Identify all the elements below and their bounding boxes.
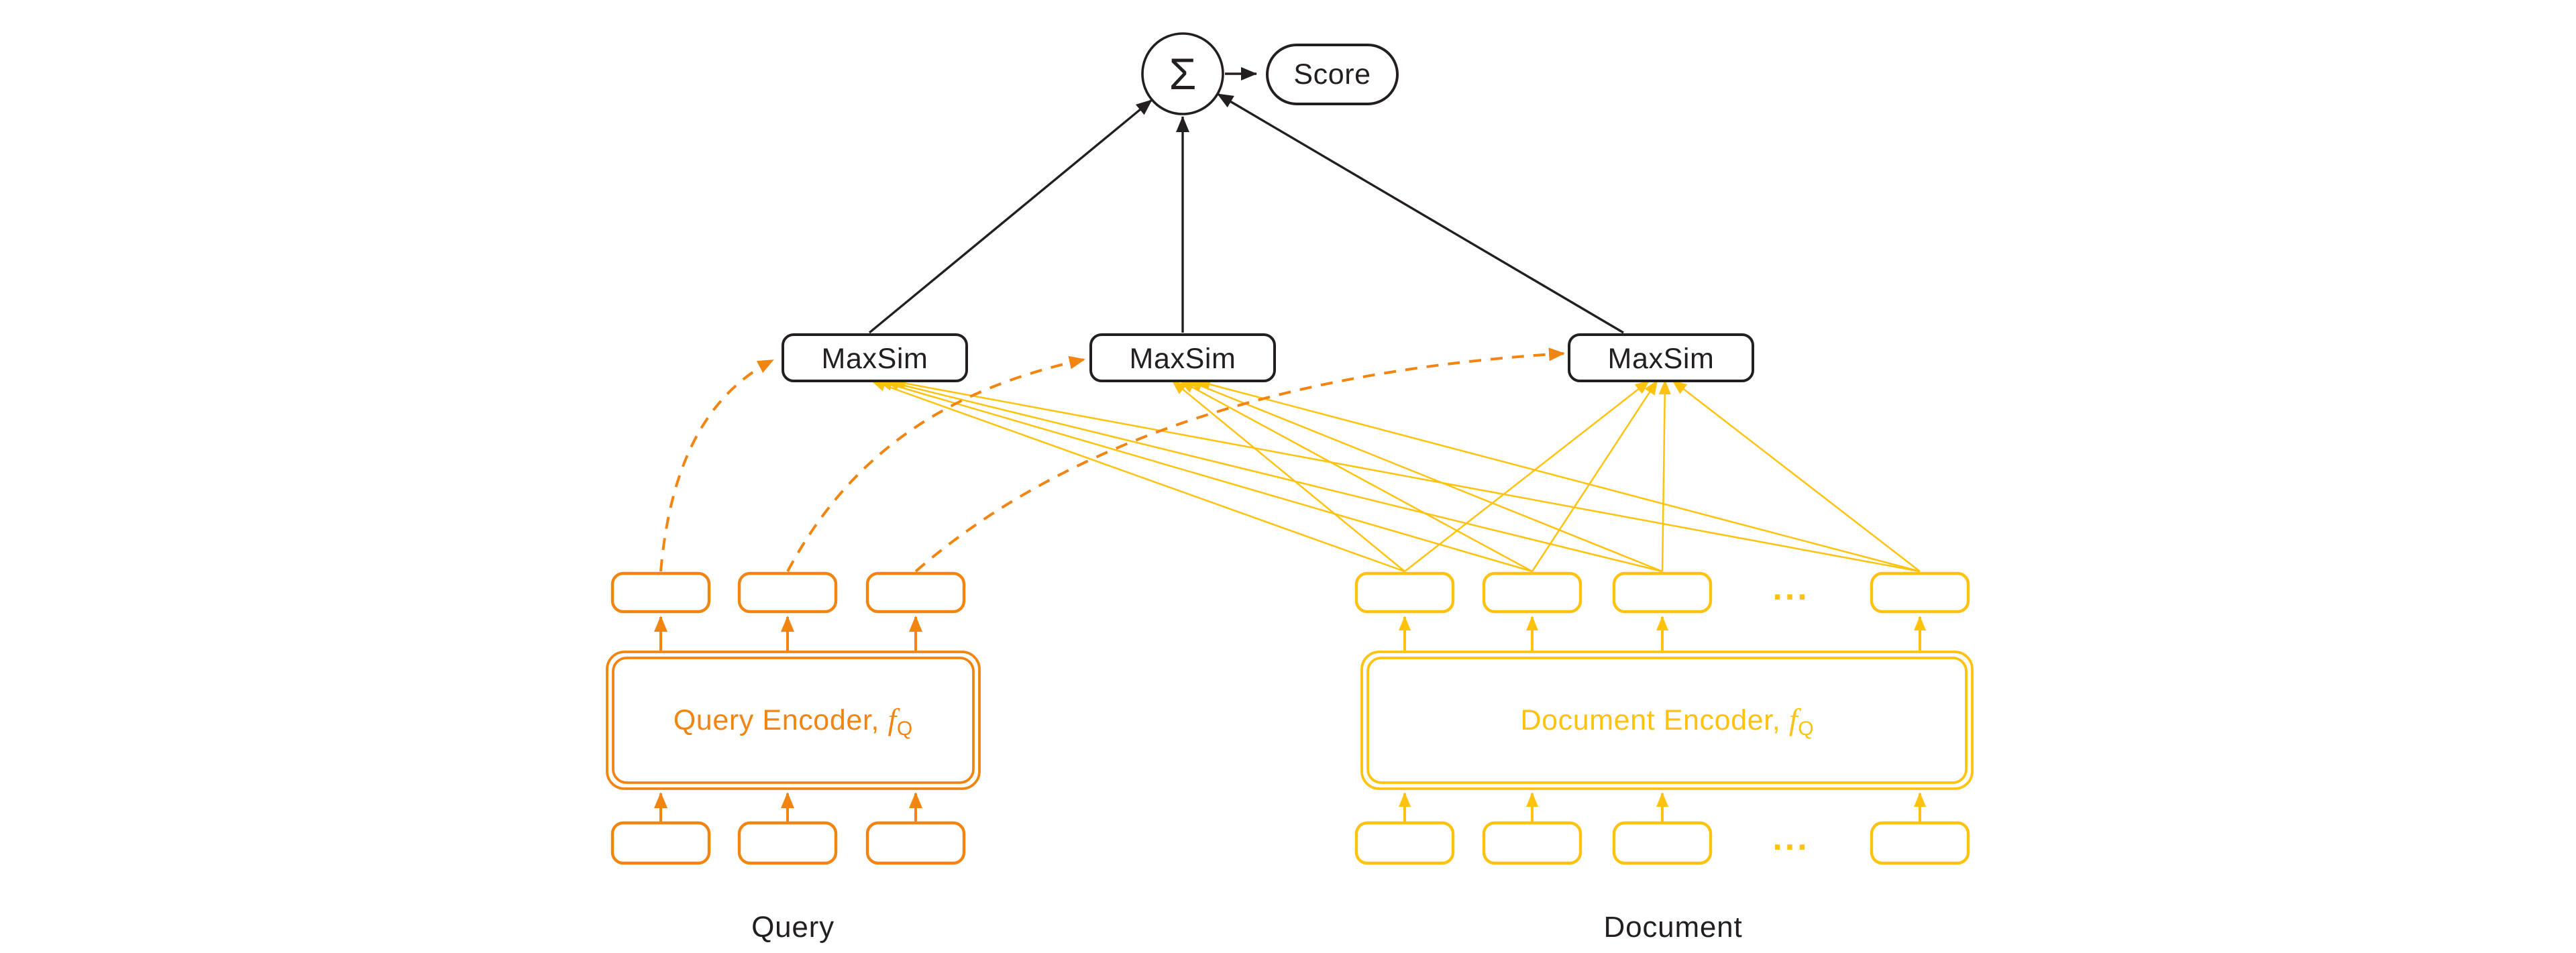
doc-emb2-to-maxsim2-line <box>1179 380 1533 573</box>
maxsim-box-2 <box>1089 333 1276 382</box>
doc-emb4-to-maxsim1-line <box>891 377 1921 573</box>
score-label: Score <box>1293 58 1371 91</box>
maxsim-label-3: MaxSim <box>1608 343 1715 375</box>
doc-emb2-to-maxsim3-line <box>1531 380 1658 572</box>
query-encoder-f-subscript: Q <box>897 718 912 740</box>
maxsim-label-1: MaxSim <box>822 343 928 375</box>
sum-circle <box>1141 32 1224 115</box>
doc-token-ellipsis: ... <box>1772 819 1809 858</box>
query-token-box-2 <box>737 821 838 865</box>
query-token-box-1 <box>610 821 711 865</box>
doc-embedding-ellipsis: ... <box>1772 569 1809 608</box>
query-emb1-to-maxsim1-arc <box>659 359 774 572</box>
doc-embedding-box-3 <box>1612 571 1713 614</box>
query-encoder-label-text: Query Encoder, <box>674 704 888 736</box>
score-node: Score <box>1266 44 1399 105</box>
maxsim-row: MaxSim MaxSim MaxSim <box>782 333 1754 382</box>
query-encoder-box-outer <box>606 651 981 790</box>
document-footer-label: Document <box>1604 911 1743 944</box>
doc-token-box-2 <box>1482 821 1582 865</box>
document-stack: ... Document Encoder, fQ ... Document <box>1354 569 1974 944</box>
doc-emb3-to-maxsim3-line <box>1658 380 1671 572</box>
sum-symbol: Σ <box>1169 49 1197 99</box>
query-embedding-box-3 <box>865 571 966 614</box>
doc-emb3-to-maxsim1-line <box>884 378 1663 573</box>
doc-token-box-4 <box>1870 821 1970 865</box>
doc-encoder-box-inner <box>1366 657 1968 784</box>
query-embedding-box-1 <box>610 571 711 614</box>
maxsim-label-2: MaxSim <box>1130 343 1236 375</box>
doc-emb4-to-maxsim3-line <box>1672 380 1921 572</box>
query-token-box-3 <box>865 821 966 865</box>
query-stack: Query Encoder, fQ Query <box>606 571 981 944</box>
score-pill <box>1266 44 1399 105</box>
doc-token-box-3 <box>1612 821 1713 865</box>
doc-encoder-label: Document Encoder, fQ <box>1520 702 1813 740</box>
doc-emb1-to-maxsim2-line <box>1171 380 1405 572</box>
query-embedding-box-2 <box>737 571 838 614</box>
doc-encoder-f-subscript: Q <box>1798 718 1813 740</box>
doc-encoder-box-outer <box>1360 651 1974 790</box>
doc-embedding-box-4 <box>1870 571 1970 614</box>
doc-emb3-to-maxsim2-line <box>1187 380 1663 573</box>
doc-encoder-label-text: Document Encoder, <box>1520 704 1788 736</box>
doc-token-box-1 <box>1354 821 1455 865</box>
document-to-maxsim-lines <box>871 377 1921 573</box>
query-emb2-to-maxsim2-arc <box>786 355 1085 572</box>
query-encoder-box-inner <box>612 657 975 784</box>
doc-emb2-to-maxsim1-line <box>877 378 1533 573</box>
maxsim3-to-sum-line <box>1217 93 1624 334</box>
doc-emb1-to-maxsim3-line <box>1404 380 1650 572</box>
query-emb3-to-maxsim3-arc <box>914 347 1565 573</box>
doc-embedding-box-1 <box>1354 571 1455 614</box>
maxsim-box-3 <box>1568 333 1754 382</box>
sum-node: Σ <box>1141 32 1224 115</box>
doc-emb1-to-maxsim1-line <box>871 380 1405 573</box>
query-encoder-label: Query Encoder, fQ <box>674 702 912 740</box>
query-footer-label: Query <box>751 911 835 944</box>
doc-emb4-to-maxsim2-line <box>1195 378 1921 573</box>
doc-embedding-box-2 <box>1482 571 1582 614</box>
maxsim1-to-sum-line <box>868 99 1153 334</box>
maxsim-box-1 <box>782 333 968 382</box>
maxsim-to-sum-lines <box>868 93 1624 334</box>
query-to-maxsim-arcs <box>659 347 1565 573</box>
